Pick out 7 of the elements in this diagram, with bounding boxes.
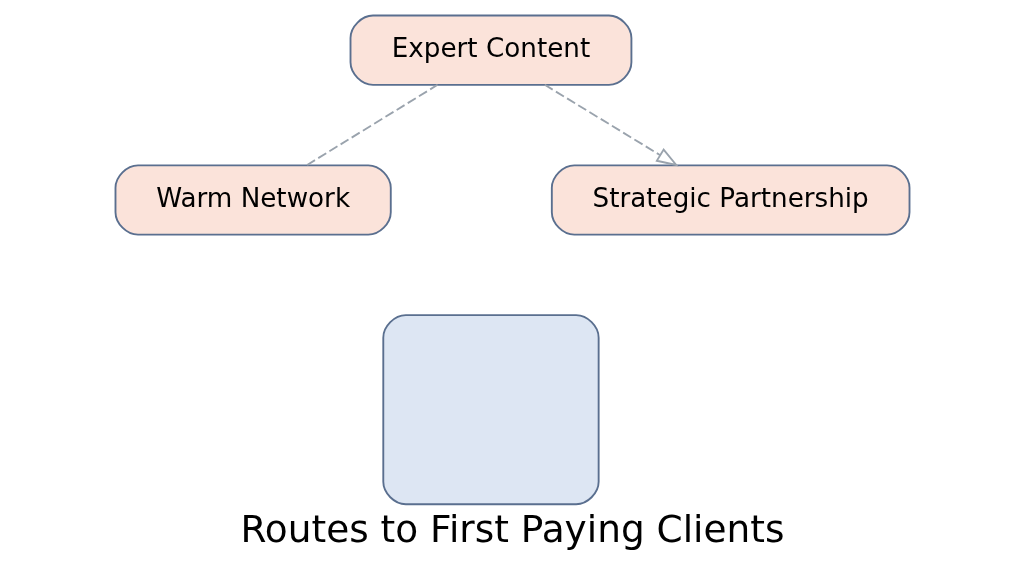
node-box: Expert Content bbox=[349, 14, 632, 86]
node-box: Warm Network bbox=[114, 164, 392, 236]
node-box: Strategic Partnership bbox=[550, 164, 910, 236]
node-box bbox=[381, 314, 600, 506]
diagram-title: Routes to First Paying Clients bbox=[240, 506, 784, 551]
arrow bbox=[543, 83, 679, 167]
connector bbox=[305, 83, 439, 166]
